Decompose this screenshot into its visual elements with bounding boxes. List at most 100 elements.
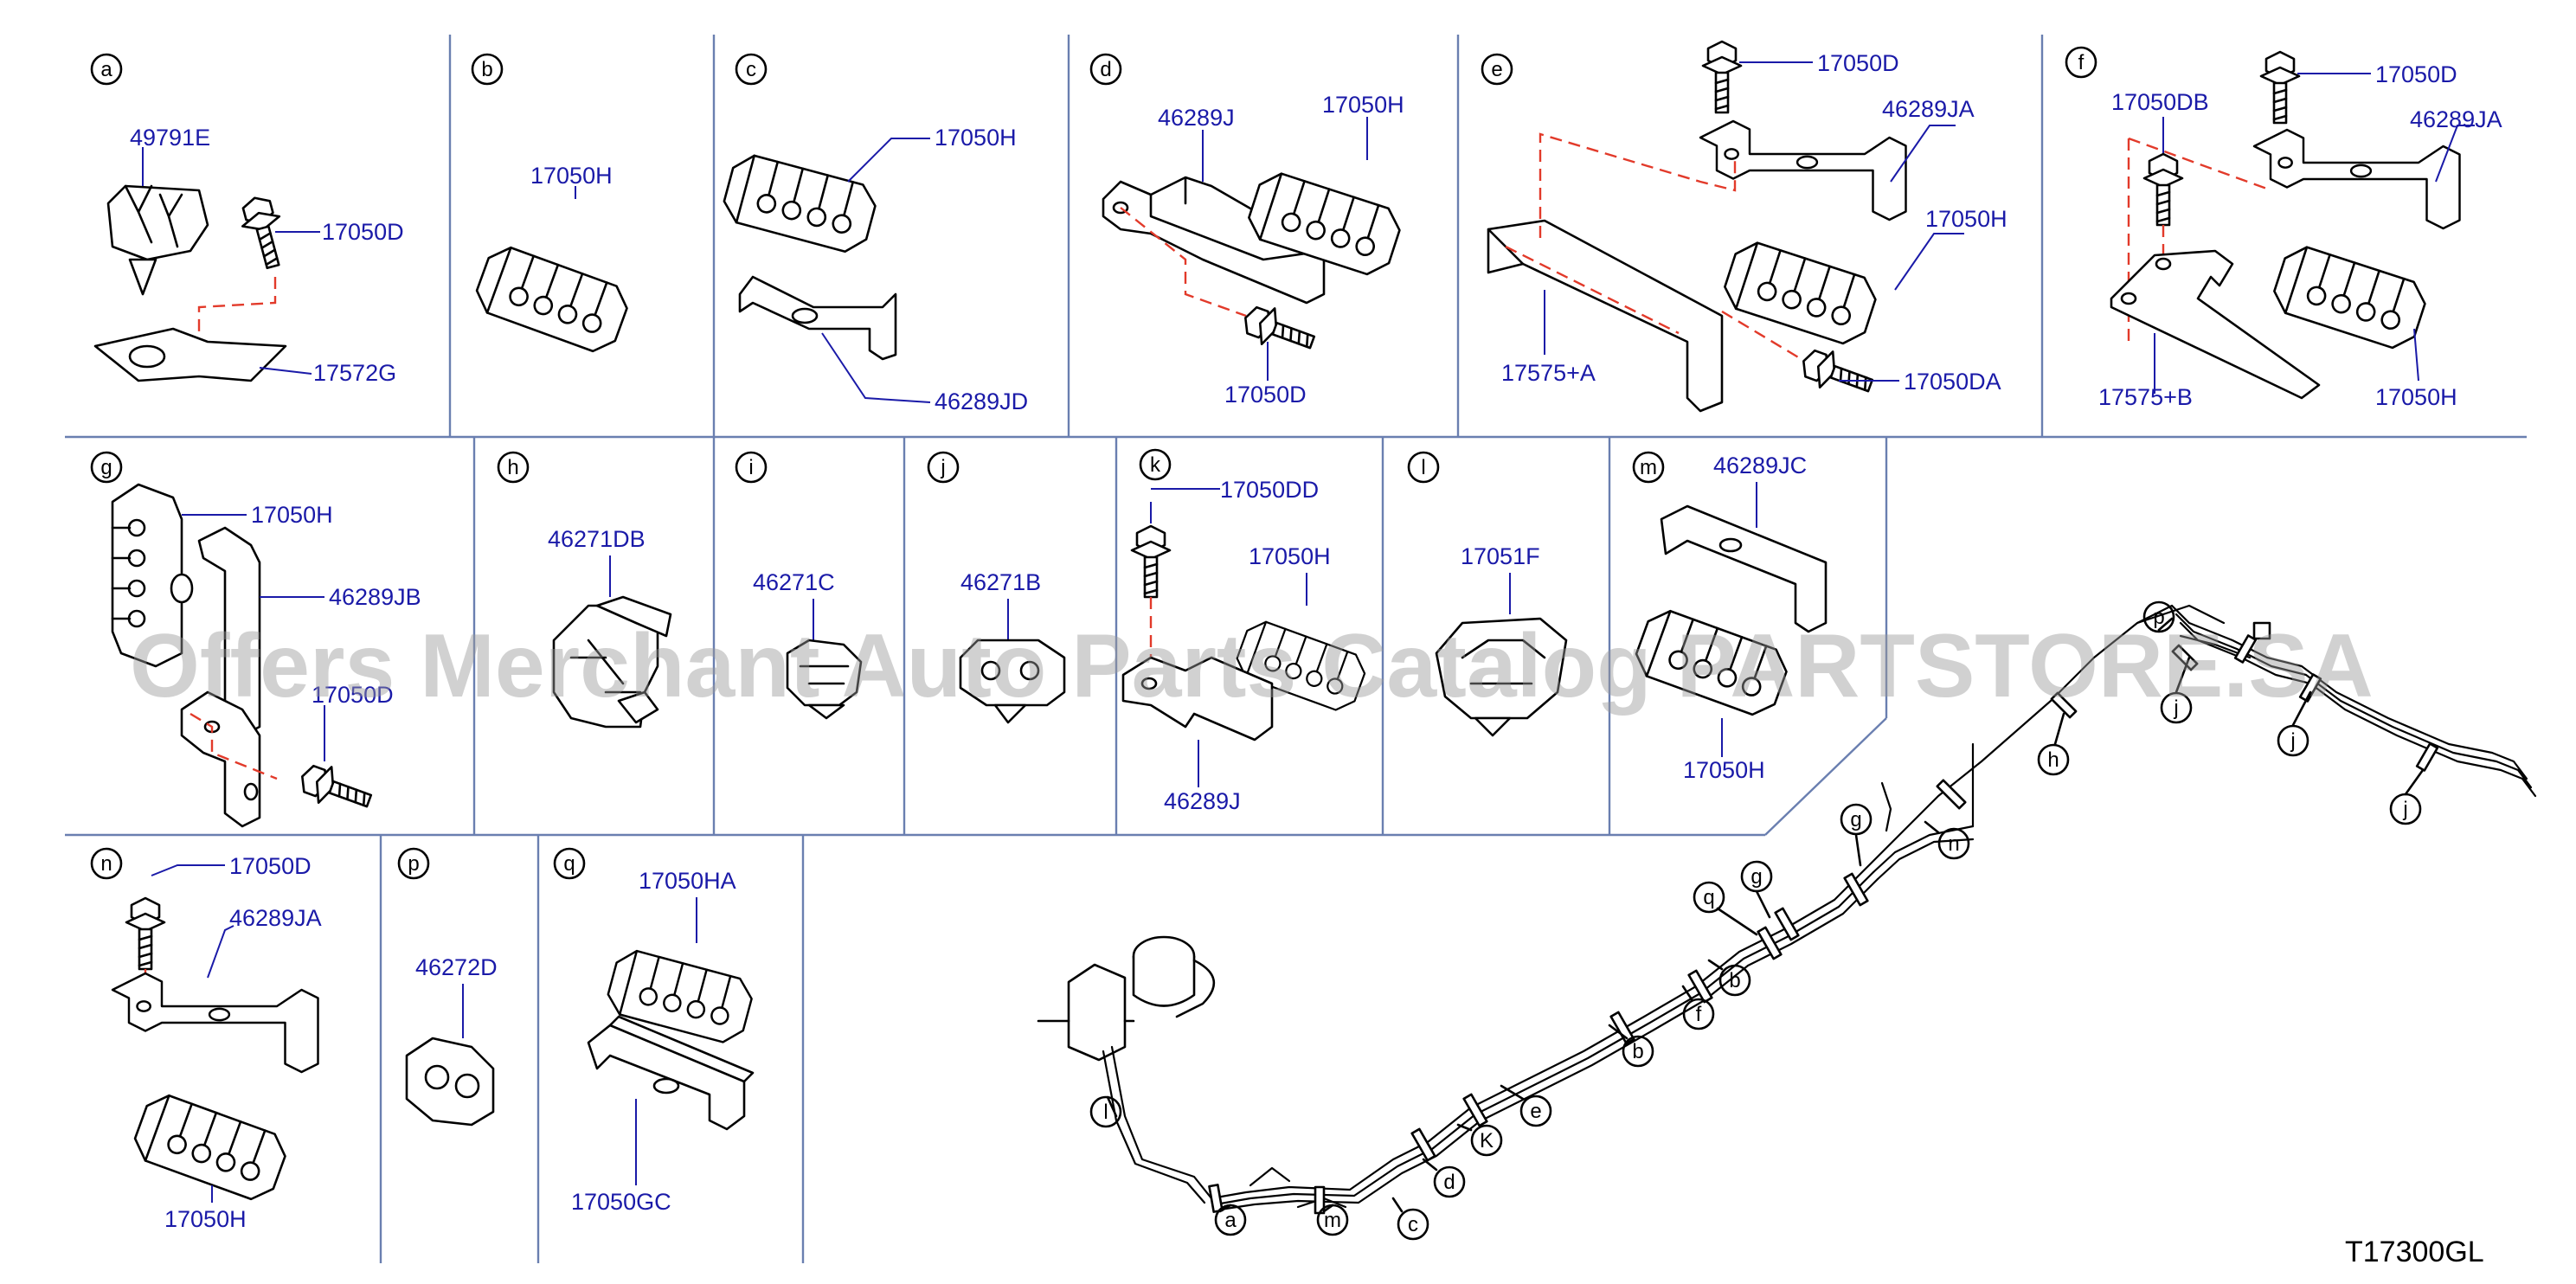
pipe-overview: [1037, 604, 2537, 1215]
bolt: [1701, 40, 1743, 114]
callout-letter: l: [1103, 1101, 1108, 1124]
panel-grid: [65, 35, 2527, 1263]
callout-letter: b: [1632, 1040, 1643, 1063]
panel-k: k 17050DD 17050H 46289J: [1121, 448, 1371, 814]
part-label: 17050D: [312, 682, 394, 708]
callout-letter: n: [1948, 832, 1959, 856]
bracket-46289JD: [738, 275, 897, 361]
clip-17050H: [127, 1088, 292, 1207]
panel-l: l 17051F: [1407, 451, 1568, 737]
panel-letter: m: [1640, 456, 1657, 479]
clip-17050H: [718, 150, 881, 258]
callout-letter: b: [1729, 969, 1740, 992]
callout-letter: g: [1850, 808, 1861, 831]
bracket-46289JB: [180, 526, 261, 828]
callout-letter: j: [2402, 798, 2407, 821]
panel-a: a 49791E 17050D 17572G: [90, 53, 404, 386]
part-label: 17050DD: [1220, 477, 1319, 503]
part-label: 17050H: [251, 502, 333, 528]
clip-17050H-vertical: [111, 483, 194, 668]
callout-letter: K: [1480, 1129, 1494, 1152]
callout-letter: p: [2153, 606, 2164, 629]
panel-c: c 17050H 46289JD: [718, 53, 1028, 414]
callout-letter: f: [1696, 1003, 1702, 1026]
bracket-46289J: [1121, 656, 1274, 742]
bracket-46289J: [1102, 176, 1326, 305]
part-label: 17050H: [164, 1206, 247, 1232]
panel-d: d 46289J 17050H 17050D: [1089, 53, 1406, 408]
part-label: 17050GC: [571, 1189, 671, 1215]
panel-h: h 46271DB: [497, 451, 672, 729]
canister-assembly: [1037, 935, 1216, 1204]
watermark-text: Offers Merchant Auto Parts Catalog PARTS…: [130, 616, 2374, 716]
part-label: 17050D: [229, 853, 312, 879]
part-label: 17050H: [1683, 757, 1765, 783]
part-label: 46271DB: [548, 526, 646, 552]
part-label: 17572G: [313, 360, 396, 386]
clip-46271B: [959, 639, 1066, 724]
panel-letter: l: [1421, 456, 1425, 479]
panel-p: p 46272D: [397, 847, 498, 1127]
part-label: 17050H: [2375, 384, 2457, 410]
part-label: 17050DA: [1904, 369, 2001, 395]
callout-letter: g: [1751, 865, 1762, 889]
part-label: 46289JA: [229, 905, 322, 931]
panel-letter: q: [563, 852, 575, 876]
part-label: 46289J: [1158, 105, 1235, 131]
part-label: 46289JB: [329, 584, 421, 610]
part-label: 17050HA: [639, 868, 736, 894]
part-label: 46289JA: [2410, 106, 2502, 132]
clip-46272D: [405, 1037, 495, 1127]
bracket-17050GC: [587, 1015, 755, 1131]
panel-letter: d: [1100, 58, 1111, 81]
panel-letter: j: [940, 456, 945, 479]
part-label: 17050D: [322, 219, 404, 245]
panel-letter: a: [100, 58, 112, 81]
callout-letter: e: [1530, 1100, 1541, 1123]
panel-j: j 46271B: [927, 451, 1066, 724]
part-label: 17050H: [1249, 543, 1331, 569]
part-label: 46289JA: [1882, 96, 1975, 122]
bracket-46289JA: [2252, 128, 2461, 230]
clip-17050H: [2267, 241, 2431, 355]
part-label: 46271B: [960, 569, 1041, 595]
part-label: 17050H: [935, 125, 1017, 151]
callout-letter: d: [1443, 1171, 1455, 1194]
panel-letter: i: [748, 456, 753, 479]
panel-e: e 17050D 46289JA 17050H 17575+A 17050DA: [1481, 40, 2007, 413]
bolt: [2259, 50, 2301, 125]
clip-46271C: [786, 639, 863, 720]
callout-letter: c: [1408, 1213, 1418, 1236]
panel-m: m 46289JC 17050H: [1628, 451, 1828, 783]
overview-callouts: p j j j h n g g q b f b e: [1089, 600, 2425, 1241]
panel-letter: e: [1491, 58, 1502, 81]
bracket-17572G: [93, 327, 287, 382]
panel-letter: k: [1150, 453, 1161, 477]
clip-46271DB: [552, 595, 672, 729]
part-label: 46289JD: [935, 388, 1028, 414]
panel-q: q 17050HA 17050GC: [553, 847, 757, 1215]
panel-letter: n: [100, 852, 112, 876]
part-label: 46272D: [415, 954, 498, 980]
clip-17050H: [469, 241, 634, 359]
panel-b: b 17050H: [469, 53, 634, 359]
bolt: [1130, 524, 1172, 599]
bracket-46289JC: [1660, 504, 1828, 633]
part-label: 17050H: [1322, 92, 1404, 118]
clip-49791E: [106, 184, 209, 296]
panel-letter: b: [481, 58, 492, 81]
part-label: 17051F: [1461, 543, 1540, 569]
callout-letter: j: [2290, 729, 2295, 753]
bolt: [1237, 299, 1320, 362]
bolt: [125, 896, 166, 971]
panel-i: i 46271C: [735, 451, 863, 720]
part-label: 46289JC: [1713, 453, 1807, 478]
panel-letter: f: [2078, 51, 2085, 74]
part-label: 17050D: [1224, 382, 1307, 408]
part-label: 17050D: [2375, 61, 2457, 87]
part-label: 17575+B: [2098, 384, 2193, 410]
panel-letter: p: [408, 852, 419, 876]
panel-n: n 17050D 46289JA 17050H: [90, 847, 322, 1232]
bolt: [1795, 342, 1879, 405]
